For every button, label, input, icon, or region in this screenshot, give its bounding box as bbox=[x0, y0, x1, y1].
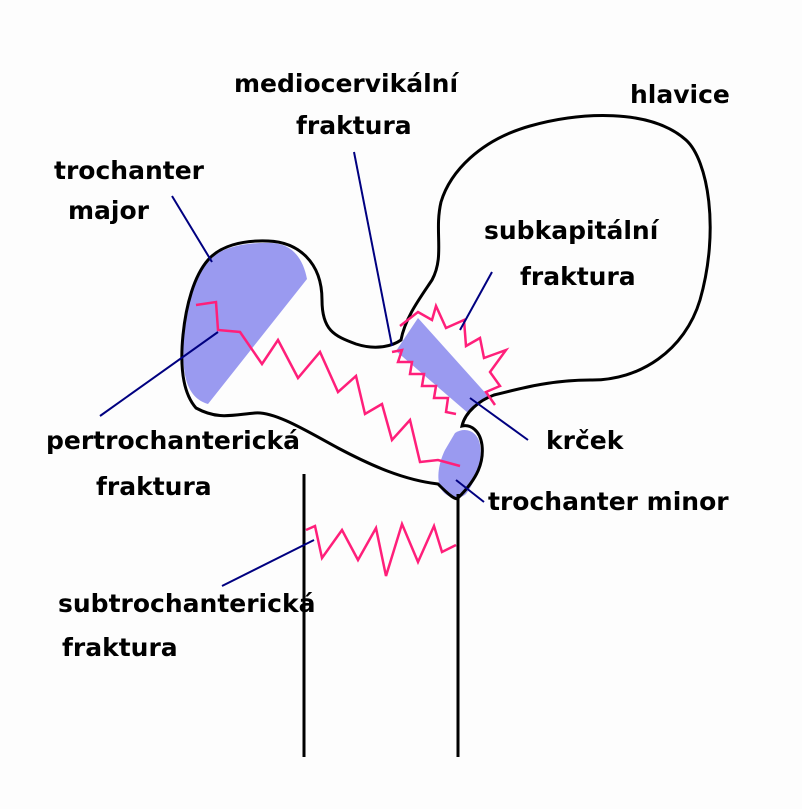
trochanter-minor-shading bbox=[438, 430, 480, 498]
label-subcapital-line2: fraktura bbox=[520, 262, 636, 291]
label-subtrochanteric-line2: fraktura bbox=[62, 633, 178, 662]
label-hlavice: hlavice bbox=[630, 80, 730, 109]
label-trochanter-minor: trochanter minor bbox=[488, 487, 729, 516]
leader-trochanter-major bbox=[172, 196, 212, 262]
label-pertrochanteric-line2: fraktura bbox=[96, 472, 212, 501]
label-subcapital-line1: subkapitální bbox=[484, 216, 660, 245]
label-mediocervical-line1: mediocervikální bbox=[234, 69, 459, 98]
label-pertrochanteric-line1: pertrochanterická bbox=[46, 426, 300, 455]
label-krcek: krček bbox=[546, 426, 625, 455]
leader-mediocervical bbox=[354, 152, 392, 346]
subtrochanteric-fracture-line bbox=[306, 524, 456, 576]
label-trochanter-major-line2: major bbox=[68, 196, 150, 225]
leader-subtrochanteric bbox=[222, 540, 314, 586]
label-trochanter-major-line1: trochanter bbox=[54, 156, 205, 185]
label-subtrochanteric-line1: subtrochanterická bbox=[58, 589, 315, 618]
label-mediocervical-line2: fraktura bbox=[296, 111, 412, 140]
leader-subcapital bbox=[460, 272, 492, 330]
